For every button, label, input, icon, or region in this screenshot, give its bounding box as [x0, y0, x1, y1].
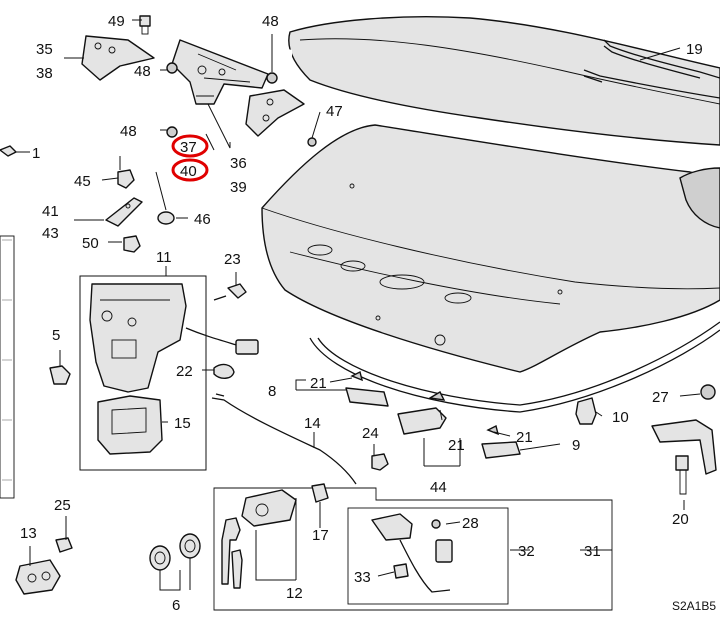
callout-43: 43 — [42, 225, 59, 242]
trunk-latch — [89, 283, 259, 393]
callout-14: 14 — [304, 415, 321, 432]
part-44 — [345, 370, 521, 459]
callout-12: 12 — [286, 585, 303, 602]
callout-35: 35 — [36, 41, 53, 58]
callout-labels: 49 35 38 48 48 48 47 36 39 37 40 19 1 45… — [20, 13, 716, 614]
part-5 — [49, 365, 71, 385]
callout-40: 40 — [180, 163, 197, 180]
part-23 — [213, 283, 247, 301]
callout-47: 47 — [326, 103, 343, 120]
callout-1: 1 — [32, 145, 40, 162]
sub-box-32 — [347, 507, 509, 605]
callout-44: 44 — [430, 479, 447, 496]
part-41-43 — [105, 197, 143, 227]
part-1 — [0, 145, 17, 157]
highlight-37 — [171, 134, 209, 158]
part-50 — [123, 235, 141, 253]
callout-20: 20 — [672, 511, 689, 528]
callout-25: 25 — [54, 497, 71, 514]
hinge-area — [140, 22, 292, 190]
callout-5: 5 — [52, 327, 60, 344]
callout-17: 17 — [312, 527, 329, 544]
callout-28: 28 — [462, 515, 479, 532]
callout-6: 6 — [172, 597, 180, 614]
opener-cable — [211, 393, 357, 485]
callout-49: 49 — [108, 13, 125, 30]
part-20-27 — [651, 384, 717, 495]
nuts-48 — [166, 62, 278, 138]
callout-39: 39 — [230, 179, 247, 196]
rear-spoiler — [288, 16, 720, 229]
latch-cover — [97, 395, 163, 455]
callout-37: 37 — [180, 139, 197, 156]
trunk-lid — [261, 124, 720, 373]
highlight-40 — [171, 158, 209, 182]
side-trim — [0, 235, 15, 499]
callout-11: 11 — [156, 249, 172, 266]
callout-9: 9 — [572, 437, 580, 454]
part-13-25 — [15, 537, 73, 595]
lock-cylinder-group — [213, 483, 613, 611]
part-46 — [157, 211, 175, 225]
callout-10: 10 — [612, 409, 629, 426]
callout-46: 46 — [194, 211, 211, 228]
part-45 — [117, 169, 135, 189]
callout-48-upper: 48 — [134, 63, 151, 80]
callout-36: 36 — [230, 155, 247, 172]
callout-22: 22 — [176, 363, 193, 380]
part-10 — [575, 397, 597, 425]
callout-21-mid: 21 — [448, 437, 465, 454]
callout-13: 13 — [20, 525, 37, 542]
part-47 — [245, 89, 317, 147]
callout-23: 23 — [224, 251, 241, 268]
part-22 — [213, 363, 235, 379]
callout-21-right: 21 — [516, 429, 533, 446]
callout-45: 45 — [74, 173, 91, 190]
callout-15: 15 — [174, 415, 191, 432]
callout-32: 32 — [518, 543, 535, 560]
part-35-38 — [81, 35, 155, 81]
callout-8: 8 — [268, 383, 276, 400]
highlight-markers — [171, 134, 209, 182]
callout-48-right: 48 — [262, 13, 279, 30]
callout-19: 19 — [686, 41, 703, 58]
callout-27: 27 — [652, 389, 669, 406]
part-24 — [371, 453, 389, 471]
callout-31: 31 — [584, 543, 601, 560]
callout-48-lower: 48 — [120, 123, 137, 140]
callout-41: 41 — [42, 203, 59, 220]
trunk-seal — [309, 321, 720, 413]
callout-21-left: 21 — [310, 375, 327, 392]
callout-33: 33 — [354, 569, 371, 586]
leader-lines — [16, 19, 701, 591]
callout-50: 50 — [82, 235, 99, 252]
part-6 — [149, 533, 201, 571]
callout-38: 38 — [36, 65, 53, 82]
bolt-49 — [139, 15, 151, 35]
diagram-code: S2A1B5 — [672, 599, 716, 613]
callout-24: 24 — [362, 425, 379, 442]
